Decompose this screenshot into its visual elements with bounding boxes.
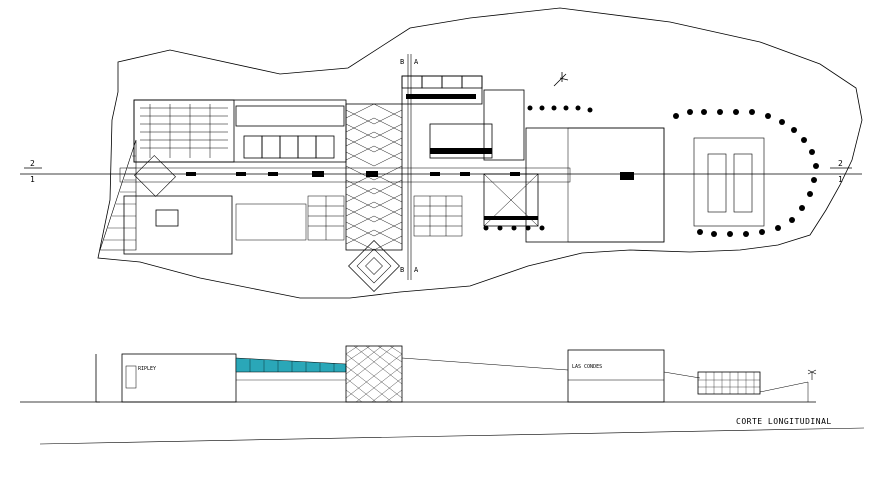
- main-block: [133, 99, 347, 163]
- las-condes-building: [567, 349, 665, 403]
- ramp-hatch: [99, 139, 137, 251]
- longitudinal-section: [20, 345, 865, 445]
- cut-label-top-b: B: [400, 58, 404, 66]
- cut-label-top-a: A: [414, 58, 419, 66]
- road-markers: [186, 171, 520, 177]
- section-marker-right-top: 2: [838, 159, 843, 168]
- north-arrow-icon: [553, 72, 569, 87]
- glass-canopy: [235, 357, 347, 373]
- lattice-tower: [345, 345, 403, 403]
- sports-courts: [693, 137, 765, 227]
- section-marker-left-top: 2: [30, 159, 35, 168]
- site-boundary: [97, 7, 863, 299]
- tree-ring: [483, 105, 819, 237]
- ripley-building: [121, 353, 237, 403]
- section-marker-right: 2 1: [830, 159, 852, 184]
- parking-lower-left: [235, 195, 345, 241]
- cut-label-bottom-a: A: [414, 266, 419, 274]
- greenhouse: [697, 371, 761, 395]
- section-title: CORTE LONGITUDINAL: [736, 417, 832, 426]
- dark-blocks: [406, 94, 634, 220]
- lower-building: [123, 195, 233, 255]
- open-field: [525, 127, 665, 243]
- site-plan: [20, 7, 863, 299]
- las-condes-label: LAS CONDES: [572, 364, 602, 370]
- palm-tree-icon: [807, 369, 817, 380]
- ripley-label: RIPLEY: [138, 366, 156, 372]
- cut-label-bottom-b: B: [400, 266, 404, 274]
- plaza-diamond: [348, 240, 400, 292]
- section-marker-left: 2 1: [24, 159, 42, 184]
- section-marker-right-bottom: 1: [838, 175, 843, 184]
- section-marker-left-bottom: 1: [30, 175, 35, 184]
- central-walkway: [119, 167, 571, 183]
- parking-bays-upper: [243, 135, 335, 159]
- parking-lower-mid: [413, 195, 463, 237]
